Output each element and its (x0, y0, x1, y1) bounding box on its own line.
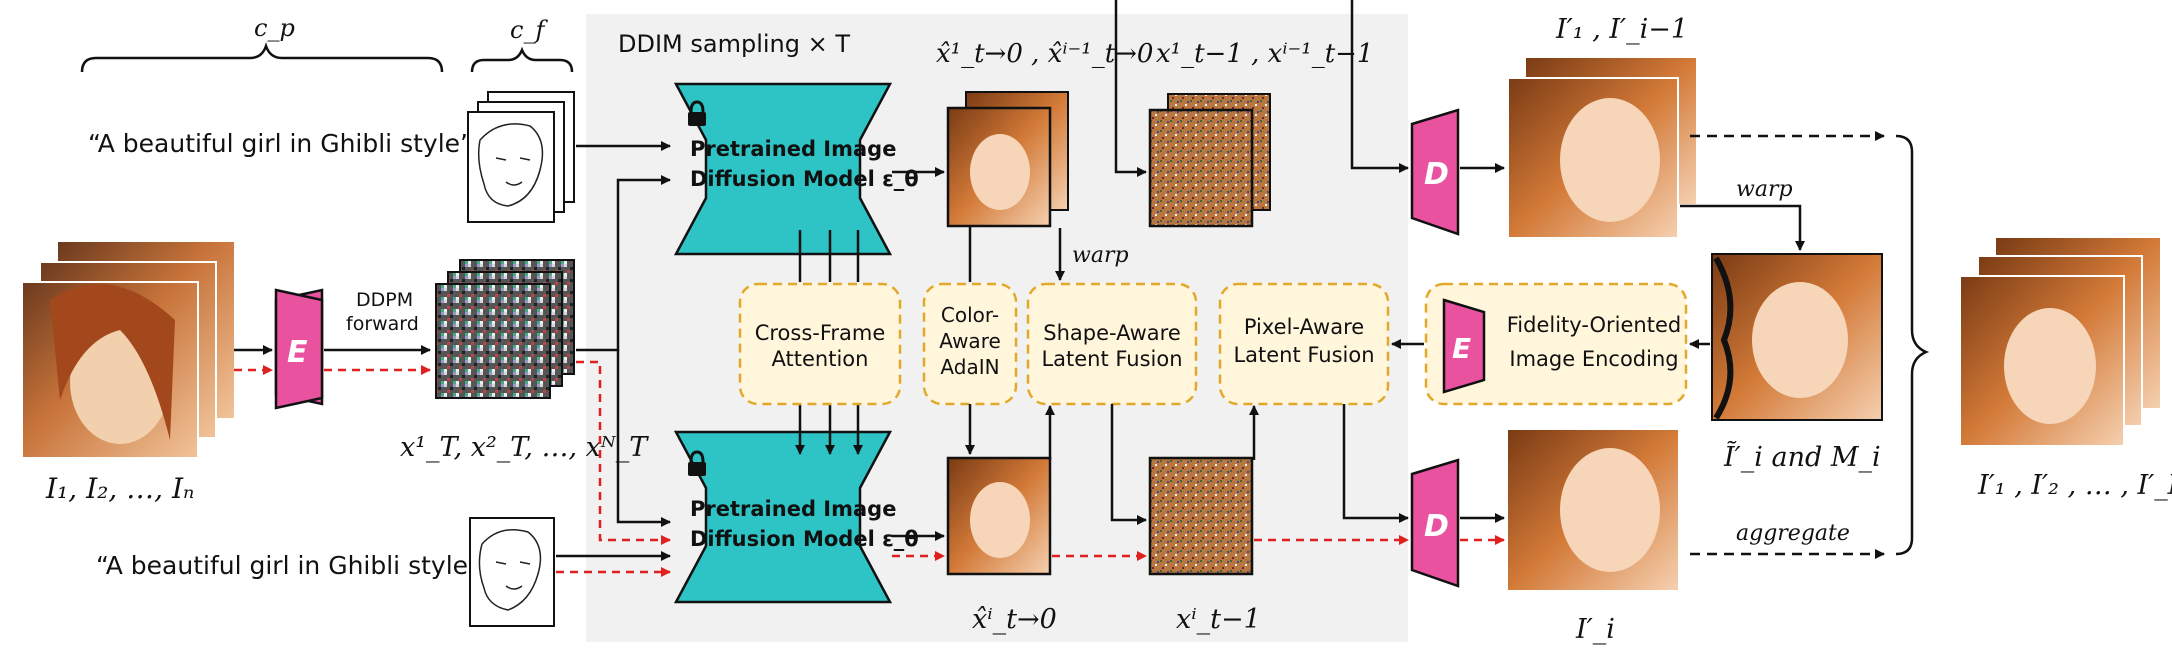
decoder-top: D (1350, 0, 1460, 236)
module-cross-frame-attention: Cross-Frame Attention (738, 282, 902, 406)
pixel-aware-line1: Pixel-Aware (1244, 315, 1364, 339)
lock-icon (688, 112, 706, 126)
out-bottom-label: I′_i (1575, 614, 1615, 645)
output-bottom-frame (1508, 430, 1678, 590)
unet-top-line1: Pretrained Image (690, 137, 896, 161)
out-top-label: I′₁ , I′_i−1 (1555, 14, 1688, 45)
warped-label: Ĩ′_i and M_i (1723, 440, 1881, 473)
fidelity-encoder-letter: E (1452, 332, 1471, 365)
arrow-noise-unet-bottom (616, 350, 671, 527)
unet-top-line2: Diffusion Model ε_θ (690, 167, 919, 191)
warp-right-label: warp (1736, 177, 1793, 202)
warp-mid-label: warp (1072, 243, 1129, 268)
pixel-aware-line2: Latent Fusion (1233, 343, 1374, 367)
noise-label: x¹_T, x²_T, …, xᴺ_T (400, 432, 649, 463)
cf-brace (470, 46, 574, 73)
prompt-top: “A beautiful girl in Ghibli style”, (88, 129, 481, 158)
color-aware-line2: Aware (939, 329, 1001, 353)
arrow-warp-right (1680, 204, 1805, 251)
xt1-bottom-label: xⁱ_t−1 (1176, 604, 1261, 635)
decoder-bottom-letter: D (1424, 509, 1449, 544)
cf-label: c_f (510, 16, 548, 44)
sketch-frame-bottom (469, 517, 555, 627)
arrow-noise-unet-top (576, 175, 671, 352)
ddpm-label-1: DDPM (356, 289, 413, 311)
encoder-letter: E (287, 335, 308, 370)
module-fidelity-encoding: E Fidelity-Oriented Image Encoding (1424, 282, 1688, 406)
arrow-shape-xt1 (1110, 404, 1147, 525)
unet-bottom-line2: Diffusion Model ε_θ (690, 527, 919, 551)
shape-aware-line2: Latent Fusion (1041, 347, 1182, 371)
final-frames (1959, 238, 2160, 447)
input-label: I₁, I₂, …, Iₙ (45, 472, 194, 505)
xt1-top-frames (1148, 93, 1271, 228)
x0-bottom-label: x̂ⁱ_t→0 (972, 604, 1057, 635)
fidelity-line2: Image Encoding (1509, 347, 1678, 371)
module-shape-aware-fusion: Shape-Aware Latent Fusion (1026, 282, 1198, 406)
x0-top-frames (946, 91, 1069, 228)
unet-top: Pretrained Image Diffusion Model ε_θ (673, 82, 919, 256)
cp-label: c_p (254, 14, 295, 42)
input-frames (21, 242, 234, 459)
decoder-top-letter: D (1424, 157, 1449, 192)
decoder-bottom: D (1410, 458, 1460, 588)
color-aware-line3: AdaIN (940, 355, 999, 379)
final-label: I′₁ , I′₂ , … , I′_N (1977, 470, 2172, 501)
aggregate-label: aggregate (1736, 521, 1850, 546)
cp-brace (80, 42, 444, 73)
color-aware-line1: Color- (941, 303, 999, 327)
sketch-frames-top (467, 91, 575, 223)
output-top-frames (1507, 58, 1696, 239)
arrow-pixel-decoder (1342, 404, 1409, 523)
x0-top-label: x̂¹_t→0 , x̂ⁱ⁻¹_t→0 (936, 39, 1153, 69)
x0-bottom-frame (946, 456, 1052, 576)
fidelity-line1: Fidelity-Oriented (1507, 313, 1681, 337)
ddpm-label-2: forward (346, 313, 419, 335)
unet-bottom: Pretrained Image Diffusion Model ε_θ (673, 430, 919, 604)
red-arrow-noise-unet (576, 360, 671, 545)
cross-frame-line2: Attention (772, 347, 869, 371)
lock-icon (688, 462, 706, 476)
unet-bottom-line1: Pretrained Image (690, 497, 896, 521)
shape-aware-line1: Shape-Aware (1043, 321, 1181, 345)
xt1-top-label: x¹_t−1 , xⁱ⁻¹_t−1 (1156, 39, 1373, 69)
noise-frames (435, 259, 575, 399)
prompt-bottom: “A beautiful girl in Ghibli style”, (96, 551, 489, 580)
module-pixel-aware-fusion: Pixel-Aware Latent Fusion (1218, 282, 1390, 406)
module-color-aware-adain: Color- Aware AdaIN (922, 282, 1018, 406)
ddim-label: DDIM sampling × T (618, 30, 850, 58)
cross-frame-line1: Cross-Frame (755, 321, 886, 345)
encoder-block: E (274, 288, 324, 410)
arrow-into-xt1-top (1114, 0, 1147, 177)
xt1-bottom-frame (1148, 456, 1254, 576)
aggregate-brace (1895, 134, 1930, 556)
warped-frame (1711, 253, 1883, 421)
